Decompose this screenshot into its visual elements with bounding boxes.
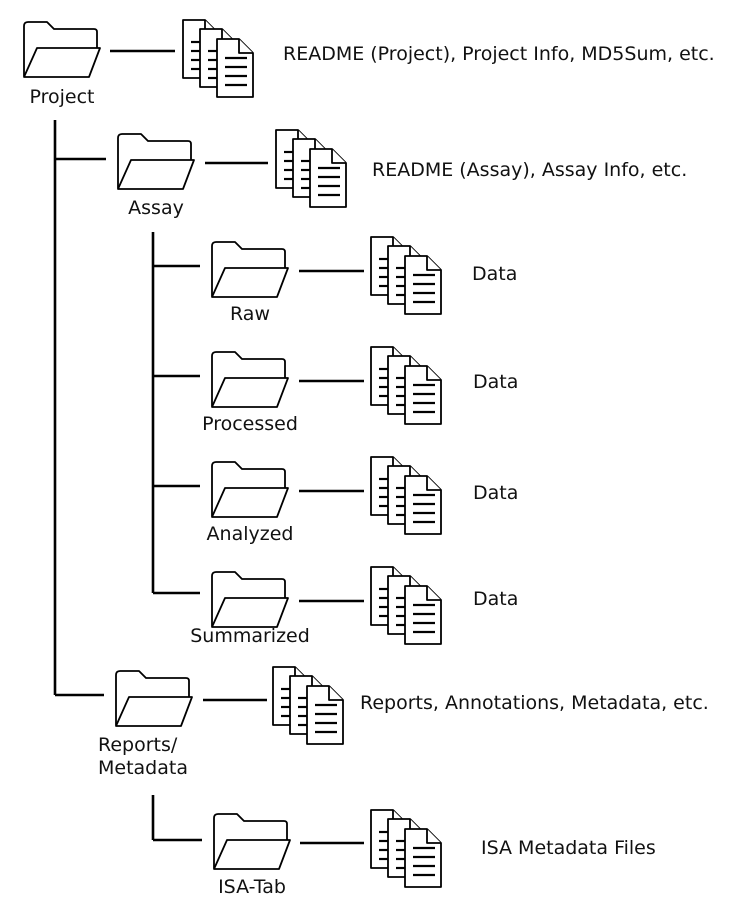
- reports-folder-icon: [115, 670, 193, 727]
- project-documents-icon: [182, 19, 254, 98]
- summarized-folder-icon: [211, 571, 289, 628]
- analyzed-contents-label: Data: [473, 482, 519, 504]
- summarized-contents-label: Data: [473, 588, 519, 610]
- reports-folder-label: Reports/Metadata: [98, 734, 188, 780]
- isatab-contents-label: ISA Metadata Files: [481, 837, 656, 859]
- assay-contents-label: README (Assay), Assay Info, etc.: [372, 159, 688, 181]
- summarized-folder-label: Summarized: [190, 625, 310, 647]
- project-folder-icon: [23, 21, 101, 78]
- reports-folder-label-line: Reports/: [98, 734, 178, 756]
- processed-contents-label: Data: [473, 371, 519, 393]
- summarized-documents-icon: [370, 566, 442, 645]
- raw-documents-icon: [370, 236, 442, 315]
- analyzed-folder-icon: [211, 461, 289, 518]
- raw-folder-icon: [211, 241, 289, 298]
- raw-folder-label: Raw: [230, 303, 270, 325]
- processed-folder-label: Processed: [202, 413, 298, 435]
- analyzed-documents-icon: [370, 456, 442, 535]
- isatab-documents-icon: [370, 809, 442, 888]
- processed-folder-icon: [211, 351, 289, 408]
- assay-documents-icon: [275, 129, 347, 208]
- assay-folder-icon: [117, 133, 195, 190]
- analyzed-folder-label: Analyzed: [206, 523, 294, 545]
- reports-contents-label: Reports, Annotations, Metadata, etc.: [360, 692, 709, 714]
- project-folder-label: Project: [29, 86, 95, 108]
- isatab-folder-icon: [213, 813, 291, 870]
- project-contents-label: README (Project), Project Info, MD5Sum, …: [283, 43, 715, 65]
- reports-documents-icon: [272, 666, 344, 745]
- assay-folder-label: Assay: [128, 197, 184, 219]
- isatab-folder-label: ISA-Tab: [218, 876, 286, 898]
- reports-folder-label-line: Metadata: [98, 757, 188, 779]
- raw-contents-label: Data: [472, 263, 518, 285]
- processed-documents-icon: [370, 346, 442, 425]
